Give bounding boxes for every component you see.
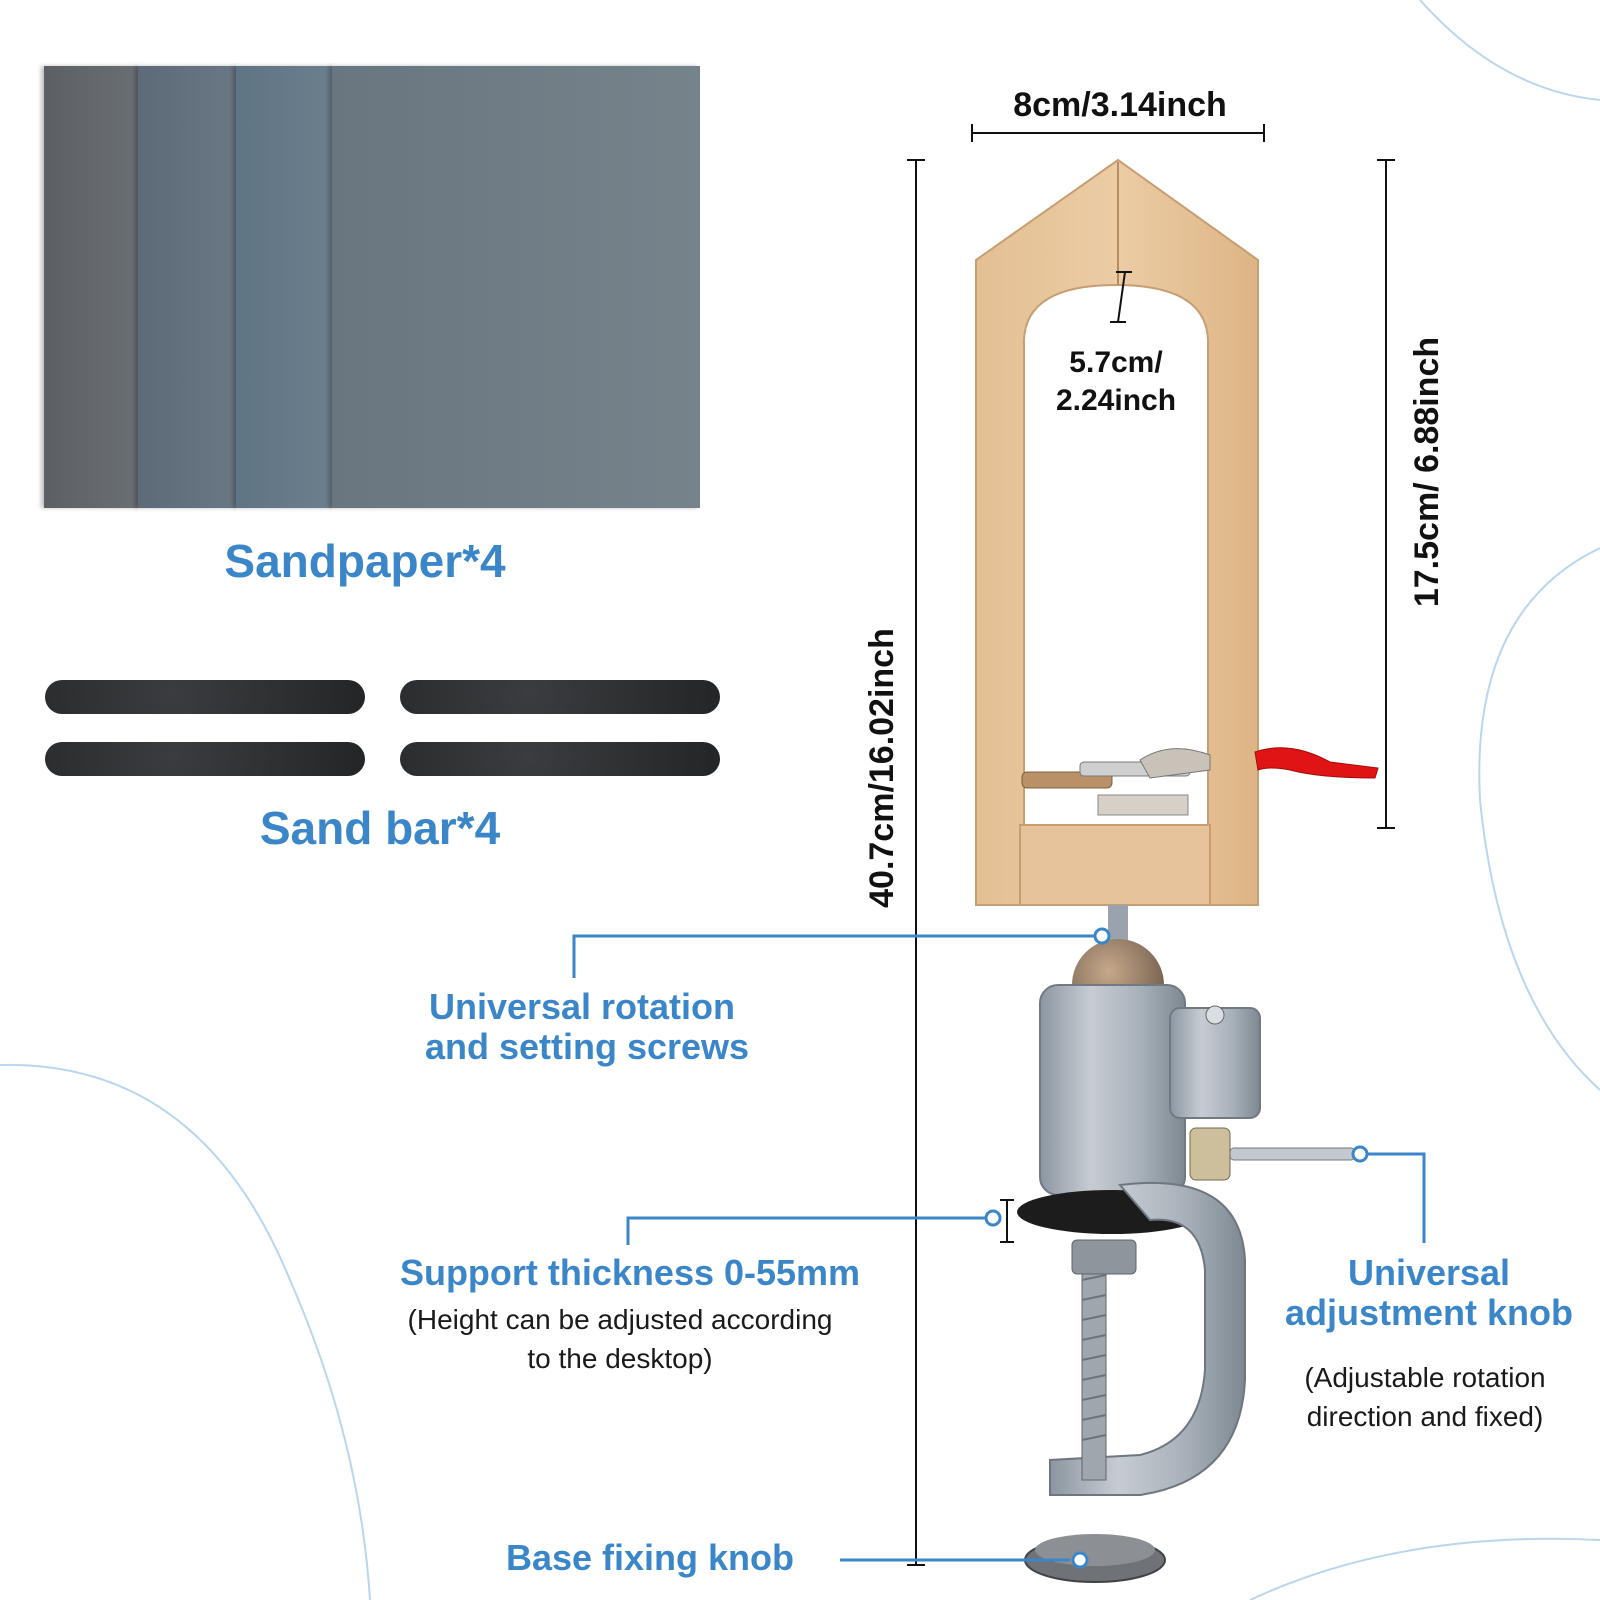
- decor-arc-right: [1478, 547, 1600, 1091]
- sand-bar: [400, 680, 720, 714]
- sandpaper-sheet: [332, 66, 700, 508]
- dimension-lines: [907, 124, 1395, 1566]
- callout-line-adjustment: [1366, 1152, 1426, 1243]
- callout-dot-adjustment: [1351, 1145, 1369, 1163]
- arch-width-label-line2: 2.24inch: [1055, 384, 1177, 417]
- support-callout-note-line1: (Height can be adjusted according: [407, 1304, 833, 1335]
- arch-width-label-line1: 5.7cm/: [1069, 346, 1163, 379]
- callout-dots: [984, 927, 1369, 1569]
- decor-arc-bottom-right: [1249, 1537, 1600, 1600]
- frame-width-label: 8cm/3.14inch: [1013, 86, 1227, 124]
- base-knob-top: [1035, 1534, 1155, 1566]
- adjustment-callout-line1: Universal: [1347, 1252, 1511, 1293]
- callout-dot-rotation: [1093, 927, 1111, 945]
- sandpaper-sheet: [236, 66, 334, 508]
- callout-line-support: [626, 1216, 985, 1245]
- neck-post: [1108, 905, 1128, 950]
- adjustment-callout-note-line1: (Adjustable rotation: [1304, 1362, 1546, 1393]
- upper-housing: [1039, 984, 1186, 1196]
- support-callout-note-line2: to the desktop): [527, 1343, 713, 1374]
- sandpaper-sheet: [44, 66, 140, 508]
- rotation-callout-line2: and setting screws: [424, 1026, 750, 1067]
- callout-dot-support: [984, 1209, 1002, 1227]
- decor-arc-top-right: [1419, 0, 1600, 101]
- frame-bottom-block: [1019, 824, 1211, 906]
- callout-lines: [572, 934, 1426, 1562]
- adjustment-rod: [1229, 1147, 1356, 1161]
- total-height-label: 40.7cm/16.02inch: [863, 628, 901, 908]
- sand-bar: [45, 742, 365, 776]
- callout-dot-base: [1071, 1551, 1089, 1569]
- adjustment-knob-body: [1189, 1127, 1231, 1181]
- c-clamp-frame: [1049, 1181, 1246, 1496]
- base-callout-title: Base fixing knob: [505, 1537, 795, 1578]
- support-callout-title: Support thickness 0-55mm: [399, 1252, 861, 1293]
- clamp-mechanism: [1021, 747, 1379, 816]
- sandpaper-label: Sandpaper*4: [224, 535, 506, 587]
- adjustment-callout-note-line2: direction and fixed): [1306, 1401, 1544, 1432]
- sand-bar: [400, 742, 720, 776]
- sandbar-label: Sand bar*4: [259, 802, 501, 854]
- red-lever-icon: [1254, 747, 1379, 779]
- rotation-callout-line1: Universal rotation: [428, 986, 736, 1027]
- screw-threads: [1081, 1254, 1107, 1441]
- sandpaper-sheet: [138, 66, 238, 508]
- frame-height-label: 17.5cm/ 6.88inch: [1408, 336, 1446, 608]
- screw-collar: [1071, 1239, 1137, 1275]
- setting-screw-icon: [1205, 1005, 1225, 1025]
- decor-arc-left: [0, 1063, 371, 1600]
- adjustment-callout-line2: adjustment knob: [1284, 1292, 1574, 1333]
- callout-line-rotation: [572, 934, 1096, 978]
- sand-bar: [45, 680, 365, 714]
